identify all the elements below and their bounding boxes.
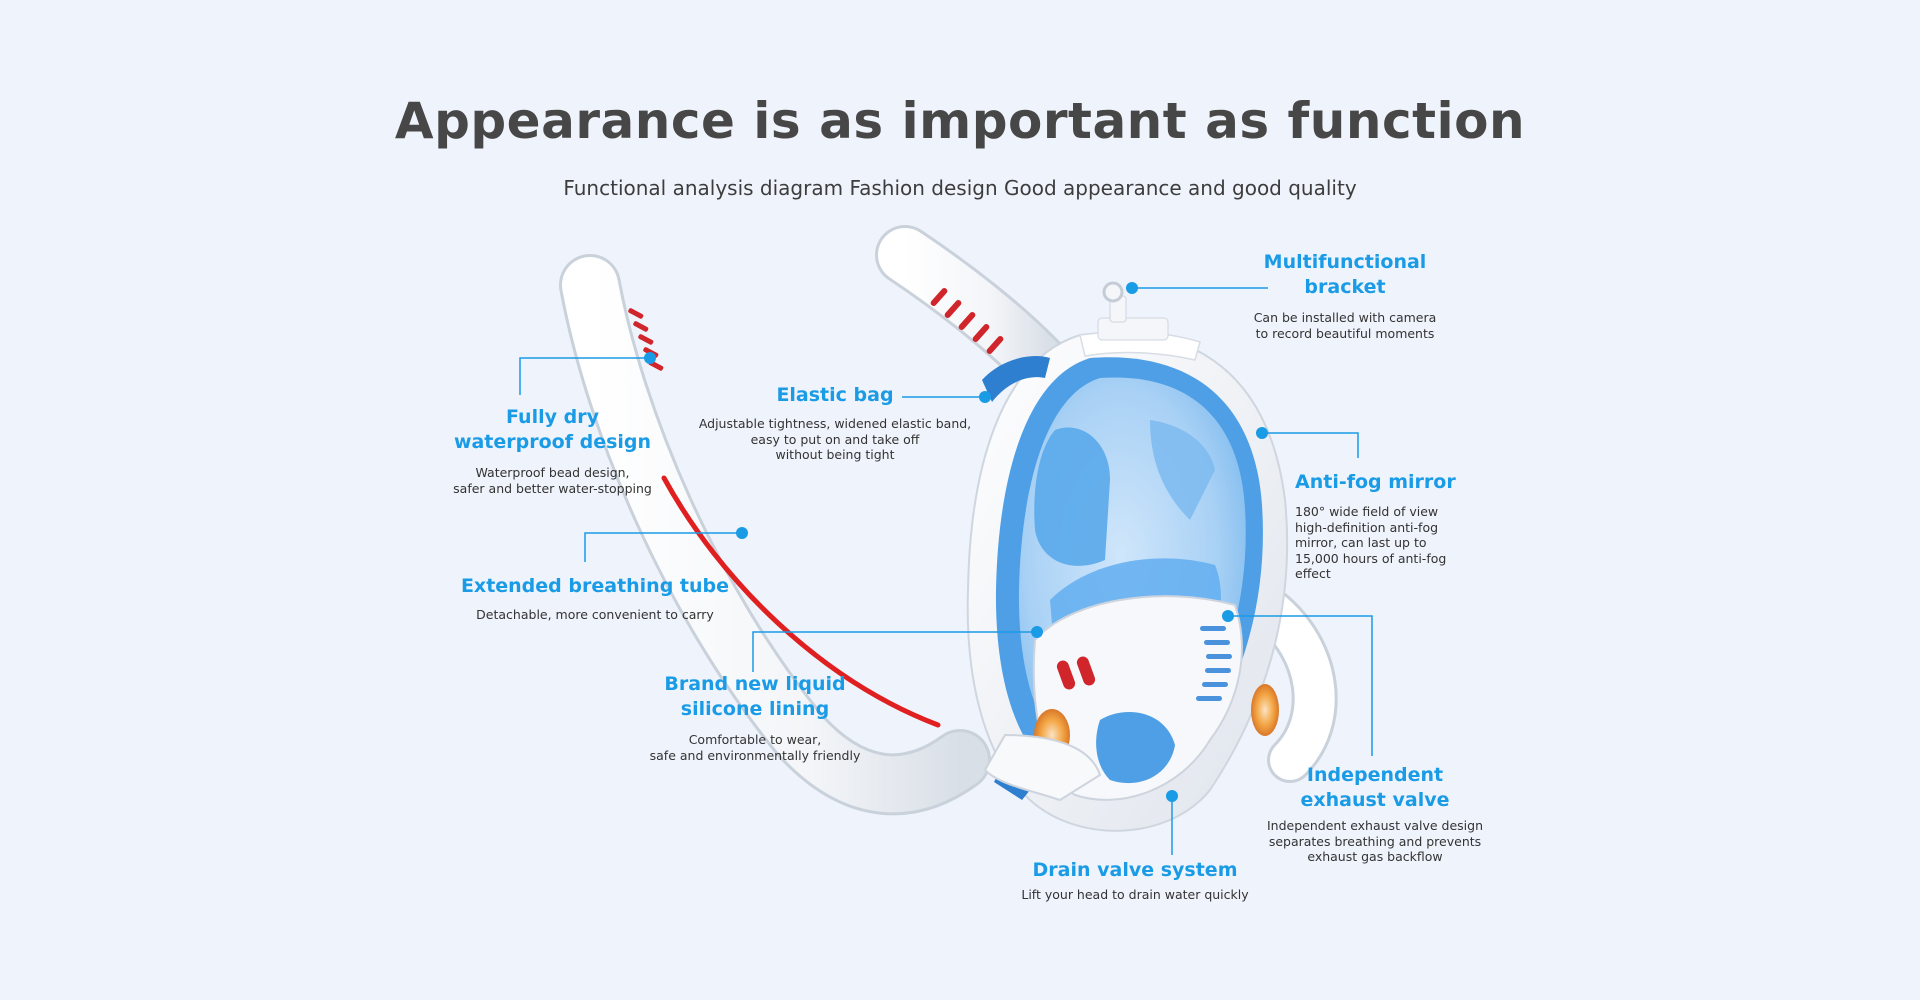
dot-breathing-tube — [736, 527, 748, 539]
right-valve — [1251, 684, 1279, 736]
leader-breathing-tube — [584, 532, 742, 562]
dot-anti-fog — [1256, 427, 1268, 439]
callout-drain: Drain valve system Lift your head to dra… — [1010, 858, 1260, 903]
leader-exhaust — [1228, 615, 1373, 756]
page-title: Appearance is as important as function — [394, 92, 1526, 150]
callout-title: Independent exhaust valve — [1300, 764, 1450, 811]
callout-title: Fully dry waterproof design — [453, 406, 652, 453]
dot-exhaust — [1222, 610, 1234, 622]
callout-title: Elastic bag — [776, 384, 894, 406]
callout-desc: Lift your head to drain water quickly — [1021, 887, 1249, 902]
callout-silicone: Brand new liquid silicone lining Comfort… — [630, 672, 880, 763]
callout-title: Multifunctional bracket — [1263, 251, 1427, 298]
leader-anti-fog — [1262, 432, 1359, 458]
callout-elastic-bag: Elastic bag Adjustable tightness, widene… — [690, 383, 980, 463]
callout-desc: Waterproof bead design, safer and better… — [453, 465, 652, 496]
callout-desc: Can be installed with camera to record b… — [1253, 310, 1437, 341]
page-subtitle: Functional analysis diagram Fashion desi… — [563, 176, 1357, 200]
callout-title: Anti-fog mirror — [1295, 471, 1456, 493]
chin-exhaust-cover — [1032, 595, 1243, 801]
dot-drain — [1166, 790, 1178, 802]
callout-title: Brand new liquid silicone lining — [664, 673, 846, 720]
callout-bracket: Multifunctional bracket Can be installed… — [1230, 250, 1460, 341]
tube-elbow — [983, 733, 1102, 802]
callout-title: Drain valve system — [1032, 859, 1238, 881]
callout-breathing-tube: Extended breathing tube Detachable, more… — [455, 574, 735, 623]
leader-lines — [519, 287, 1373, 855]
left-breathing-tube — [559, 254, 991, 816]
callout-title: Extended breathing tube — [460, 575, 730, 597]
callout-fully-dry: Fully dry waterproof design Waterproof b… — [440, 405, 665, 496]
callout-desc: Adjustable tightness, widened elastic ba… — [698, 416, 972, 462]
dot-fully-dry — [644, 352, 656, 364]
left-strap-connector — [982, 356, 1050, 402]
camera-bracket — [1097, 281, 1169, 341]
dot-elastic-bag — [979, 391, 991, 403]
leader-silicone — [752, 631, 1037, 672]
callout-desc: Detachable, more convenient to carry — [476, 607, 714, 622]
leader-fully-dry — [519, 357, 650, 395]
callout-desc: 180° wide field of view high-definition … — [1295, 504, 1447, 581]
dot-bracket — [1126, 282, 1138, 294]
callout-desc: Independent exhaust valve design separat… — [1266, 818, 1484, 864]
callout-desc: Comfortable to wear, safe and environmen… — [649, 732, 861, 763]
callout-anti-fog: Anti-fog mirror 180° wide field of view … — [1295, 470, 1515, 582]
callout-exhaust: Independent exhaust valve Independent ex… — [1245, 763, 1505, 865]
dot-silicone — [1031, 626, 1043, 638]
callout-dots — [644, 282, 1268, 802]
